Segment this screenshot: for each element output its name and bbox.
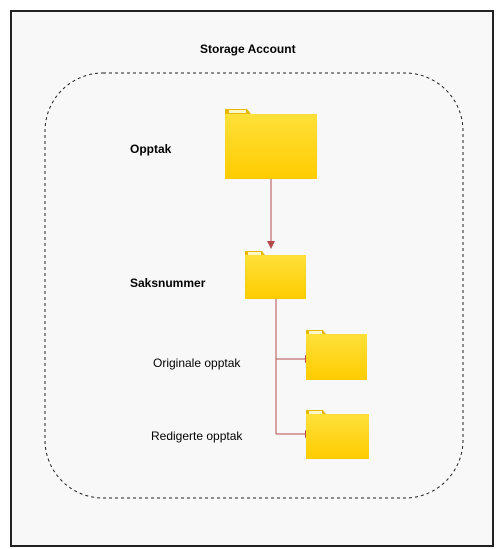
node-label-redigerte-opptak: Redigerte opptak	[151, 429, 243, 443]
node-label-opptak: Opptak	[130, 142, 172, 156]
storage-account-container	[44, 72, 464, 499]
folder-icon	[225, 109, 317, 179]
container-title: Storage Account	[200, 42, 296, 56]
node-label-originale-opptak: Originale opptak	[153, 356, 241, 370]
node-label-saksnummer: Saksnummer	[130, 276, 206, 290]
folder-icon	[306, 410, 369, 459]
folder-icon	[245, 251, 306, 299]
folder-icon	[306, 330, 367, 380]
